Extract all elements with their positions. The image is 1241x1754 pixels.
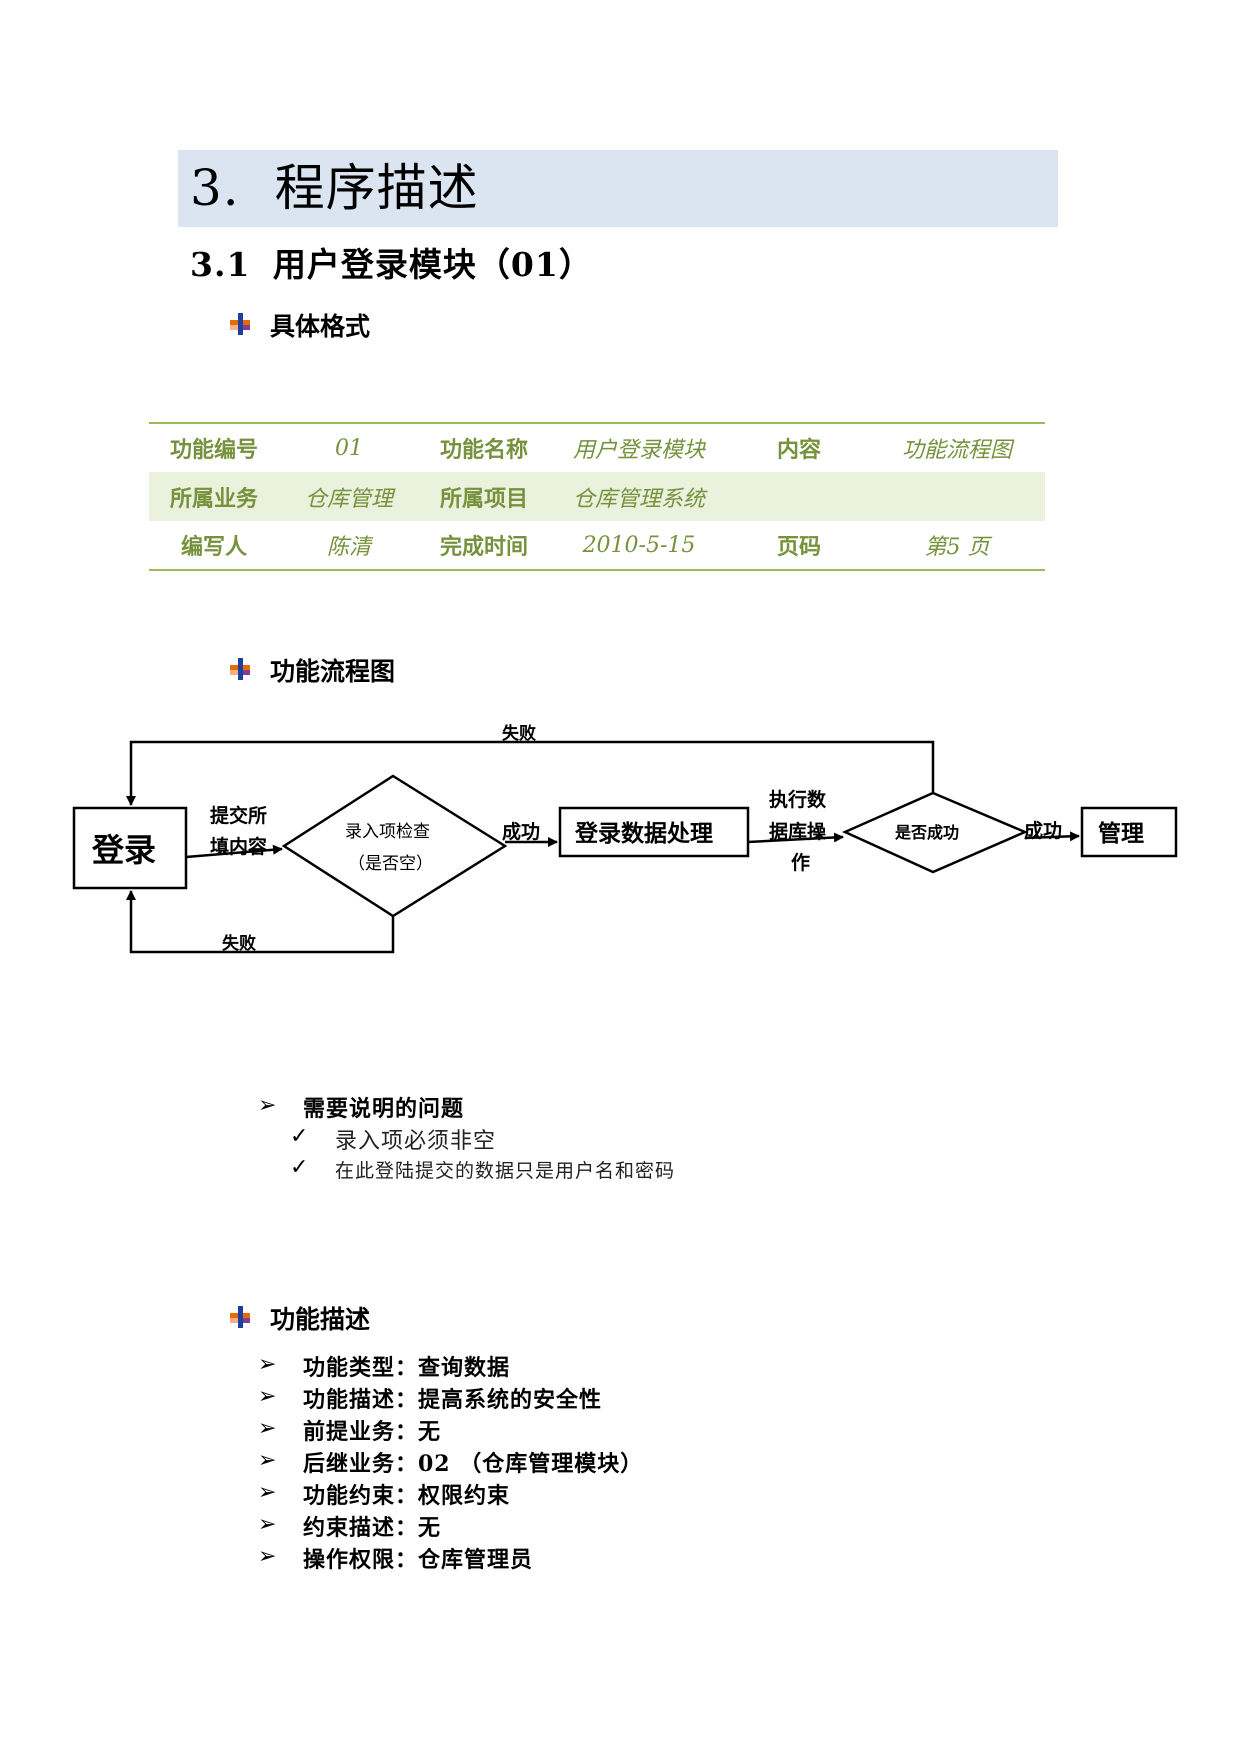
check-icon: ✓ — [290, 1155, 309, 1180]
table-row: 所属业务 仓库管理 所属项目 仓库管理系统 — [149, 472, 1045, 521]
check-label-2: （是否空） — [348, 854, 433, 874]
issue-item: 在此登陆提交的数据只是用户名和密码 — [335, 1160, 676, 1182]
exec-label-3: 作 — [791, 851, 810, 874]
table-row: 功能编号 01 功能名称 用户登录模块 内容 功能流程图 — [149, 422, 1045, 472]
table-cell: 仓库管理 — [279, 472, 419, 521]
description-item: 功能类型：查询数据 — [303, 1355, 511, 1381]
table-cell — [729, 472, 869, 521]
submit-label-2: 填内容 — [210, 835, 267, 858]
issues-title: 需要说明的问题 — [303, 1096, 465, 1122]
process-label: 登录数据处理 — [574, 820, 713, 847]
exec-label-1: 执行数 — [769, 788, 827, 811]
arrow-fail-bottom — [126, 890, 395, 954]
table-cell: 仓库管理系统 — [549, 472, 729, 521]
table-cell: 内容 — [729, 422, 869, 472]
table-cell: 编写人 — [149, 521, 279, 571]
table-cell: 所属项目 — [419, 472, 549, 521]
arrow-success-2 — [1024, 831, 1080, 842]
heading-flowchart: 功能流程图 — [270, 657, 396, 686]
subsection-title: 用户登录模块（01） — [272, 245, 593, 284]
process-box — [558, 806, 750, 858]
description-item: 约束描述：无 — [303, 1515, 442, 1541]
table-cell — [869, 472, 1045, 521]
arrow-bullet-icon: ➢ — [258, 1352, 277, 1377]
success-label-1: 成功 — [502, 820, 540, 843]
bullet-icon — [230, 313, 250, 335]
table-cell: 完成时间 — [419, 521, 549, 571]
table-cell: 陈清 — [279, 521, 419, 571]
manage-label: 管理 — [1098, 820, 1144, 847]
arrow-bullet-icon: ➢ — [258, 1544, 277, 1569]
table-row: 编写人 陈清 完成时间 2010-5-15 页码 第5 页 — [149, 521, 1045, 571]
submit-label-1: 提交所 — [210, 804, 267, 827]
table-cell: 01 — [279, 422, 419, 472]
is-success-label: 是否成功 — [894, 823, 959, 842]
arrow-bullet-icon: ➢ — [258, 1384, 277, 1409]
description-item: 操作权限：仓库管理员 — [303, 1547, 534, 1573]
exec-label-2: 据库操 — [769, 820, 827, 843]
check-label-1: 录入项检查 — [345, 822, 430, 842]
info-table: 功能编号 01 功能名称 用户登录模块 内容 功能流程图 所属业务 仓库管理 所… — [149, 422, 1045, 571]
section-heading: 3. 程序描述 — [178, 150, 1058, 227]
subsection-heading: 3.1 用户登录模块（01） — [190, 238, 593, 286]
table-cell: 功能流程图 — [869, 422, 1045, 472]
manage-box — [1080, 806, 1178, 858]
success-diamond — [841, 791, 1029, 874]
check-diamond — [281, 774, 508, 918]
arrow-bullet-icon: ➢ — [258, 1448, 277, 1473]
table-cell: 功能编号 — [149, 422, 279, 472]
arrow-exec — [747, 832, 844, 844]
heading-format: 具体格式 — [270, 312, 371, 341]
fail-bottom-label: 失败 — [222, 933, 256, 954]
table-cell: 2010-5-15 — [549, 521, 729, 571]
bullet-icon — [230, 1306, 250, 1328]
check-icon: ✓ — [290, 1124, 309, 1149]
description-item: 功能描述：提高系统的安全性 — [303, 1387, 603, 1413]
arrow-fail-top — [126, 740, 935, 806]
arrow-bullet-icon: ➢ — [258, 1093, 277, 1118]
success-label-2: 成功 — [1024, 819, 1062, 842]
table-cell: 页码 — [729, 521, 869, 571]
table-cell: 用户登录模块 — [549, 422, 729, 472]
flowchart: 登录 提交所 填内容 录入项检查 （是否空） 成功 登录数据处理 执行数 据库操… — [72, 723, 1178, 954]
description-item: 前提业务：无 — [303, 1419, 442, 1445]
subsection-number: 3.1 — [190, 245, 251, 284]
login-label: 登录 — [91, 831, 156, 869]
arrow-bullet-icon: ➢ — [258, 1480, 277, 1505]
description-item: 功能约束：权限约束 — [303, 1483, 511, 1509]
arrow-submit — [185, 844, 283, 859]
bullet-icon — [230, 658, 250, 680]
section-title: 程序描述 — [274, 159, 479, 217]
table-cell: 第5 页 — [869, 521, 1045, 571]
section-number: 3. — [190, 159, 240, 217]
table-cell: 所属业务 — [149, 472, 279, 521]
table-cell: 功能名称 — [419, 422, 549, 472]
heading-description: 功能描述 — [270, 1305, 371, 1334]
fail-top-label: 失败 — [502, 723, 536, 744]
arrow-bullet-icon: ➢ — [258, 1512, 277, 1537]
issue-item: 录入项必须非空 — [335, 1129, 497, 1154]
login-box — [72, 806, 188, 890]
arrow-bullet-icon: ➢ — [258, 1416, 277, 1441]
description-item: 后继业务：02 （仓库管理模块） — [303, 1451, 644, 1477]
